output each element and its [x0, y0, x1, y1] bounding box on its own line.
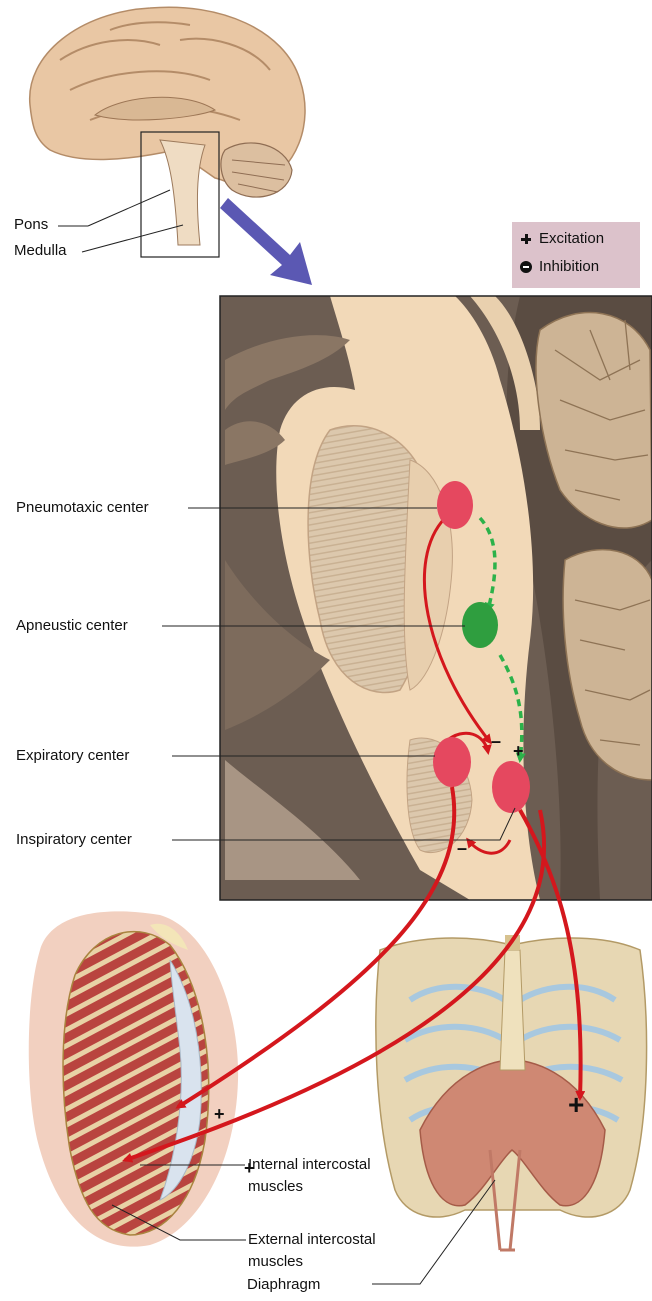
plus-sign-external-intercostal: +	[244, 1159, 255, 1177]
external-intercostal-label-line2: muscles	[248, 1253, 303, 1271]
apneustic-center-node	[462, 602, 498, 648]
legend-excitation: Excitation	[520, 230, 604, 248]
internal-intercostal-label-line1: Internal intercostal	[248, 1156, 371, 1174]
minus-icon	[520, 261, 532, 273]
expiratory-center-node	[433, 737, 471, 787]
brainstem-detail	[220, 296, 652, 900]
plus-icon	[520, 233, 532, 245]
pneumotaxic-center-node	[437, 481, 473, 529]
anterior-ribcage	[376, 935, 647, 1250]
inspiratory-center-label: Inspiratory center	[16, 831, 132, 849]
plus-sign-diaphragm: +	[568, 1090, 584, 1120]
plus-sign-inspiratory: +	[513, 742, 524, 760]
pons-leader	[88, 190, 170, 226]
internal-intercostal-label-line2: muscles	[248, 1178, 303, 1196]
inspiratory-center-node	[492, 761, 530, 813]
pons-label: Pons	[14, 216, 48, 234]
external-intercostal-label-line1: External intercostal	[248, 1231, 376, 1249]
legend-excitation-label: Excitation	[539, 230, 604, 248]
lateral-ribcage	[29, 911, 238, 1246]
apneustic-center-label: Apneustic center	[16, 617, 128, 635]
minus-sign-inspiratory: –	[491, 732, 501, 750]
zoom-arrow	[220, 198, 312, 285]
minus-sign-expiratory: –	[457, 839, 467, 857]
legend-inhibition-label: Inhibition	[539, 258, 599, 276]
pneumotaxic-center-label: Pneumotaxic center	[16, 499, 149, 517]
medulla-label: Medulla	[14, 242, 67, 260]
medulla-leader	[82, 225, 183, 252]
expiratory-center-label: Expiratory center	[16, 747, 129, 765]
diaphragm-label: Diaphragm	[247, 1276, 320, 1294]
plus-sign-internal-intercostal: +	[214, 1105, 225, 1123]
brain-overview	[30, 7, 305, 257]
legend-inhibition: Inhibition	[520, 258, 599, 276]
legend: Excitation Inhibition	[512, 222, 640, 288]
